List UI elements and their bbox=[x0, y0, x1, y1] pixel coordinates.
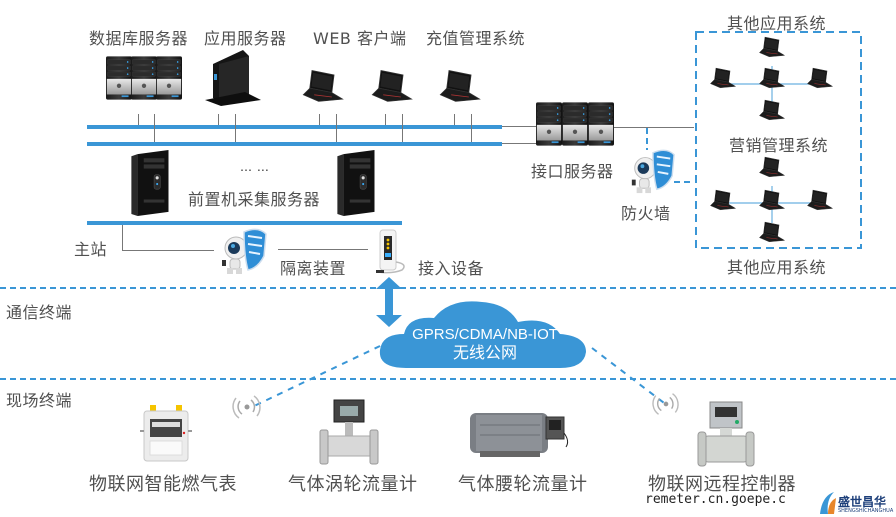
zone-divider-comm bbox=[0, 287, 896, 289]
interface-server-label: 接口服务器 bbox=[531, 162, 614, 181]
cloud-protocol-text: GPRS/CDMA/NB-IOT bbox=[412, 326, 558, 343]
firewall-label: 防火墙 bbox=[621, 204, 671, 223]
other-app-laptop-icon bbox=[759, 156, 785, 178]
main-station-label: 主站 bbox=[74, 240, 108, 259]
marketing-system-label: 营销管理系统 bbox=[729, 136, 829, 155]
web-client-laptop-icon bbox=[302, 70, 344, 102]
wireless-network-cloud bbox=[379, 301, 586, 368]
other-app-laptop-icon bbox=[759, 221, 785, 243]
app-server-label: 应用服务器 bbox=[204, 29, 287, 48]
recharge-laptop-icon bbox=[439, 70, 481, 102]
device-label-remote-controller: 物联网远程控制器 bbox=[648, 474, 796, 495]
front-servers-label: 前置机采集服务器 bbox=[188, 190, 321, 209]
recharge-system-label: 充值管理系统 bbox=[426, 29, 526, 48]
watermark-url: remeter.cn.goepe.c bbox=[645, 492, 786, 507]
top-bus-line-1 bbox=[87, 125, 502, 129]
device-label-smart-gas-meter: 物联网智能燃气表 bbox=[89, 474, 237, 495]
front-server-tower-icon bbox=[336, 150, 376, 216]
comm-terminal-zone-label: 通信终端 bbox=[6, 303, 73, 322]
access-device-label: 接入设备 bbox=[418, 259, 485, 278]
web-client-laptop-icon bbox=[371, 70, 413, 102]
other-app-laptop-icon bbox=[759, 36, 785, 58]
database-server-icon bbox=[106, 55, 182, 101]
other-app-laptop-icon bbox=[759, 189, 785, 211]
device-label-turbine-flowmeter: 气体涡轮流量计 bbox=[288, 474, 418, 495]
turbine-flowmeter-icon bbox=[319, 399, 379, 465]
isolation-device-robot-icon bbox=[221, 228, 267, 275]
brand-subtext: SHENGSHICHANGHUA bbox=[838, 508, 894, 514]
cloud-network-text: 无线公网 bbox=[452, 345, 517, 362]
other-app-laptop-icon bbox=[807, 67, 833, 89]
isolation-device-label: 隔离装置 bbox=[280, 259, 347, 278]
bidirectional-arrow-icon bbox=[376, 277, 402, 327]
other-apps-bottom-label: 其他应用系统 bbox=[727, 258, 827, 277]
wifi-signal-icon bbox=[232, 395, 261, 419]
other-app-laptop-icon bbox=[759, 99, 785, 121]
other-app-laptop-icon bbox=[710, 189, 736, 211]
firewall-link bbox=[646, 128, 694, 183]
access-device-icon bbox=[376, 229, 405, 274]
top-bus-line-2 bbox=[87, 142, 502, 146]
front-servers-ellipsis: … … bbox=[240, 160, 270, 174]
station-bus-line bbox=[87, 221, 402, 225]
wifi-signal-icon bbox=[652, 393, 679, 415]
device-label-roots-flowmeter: 气体腰轮流量计 bbox=[458, 474, 588, 495]
remote-controller-icon bbox=[697, 401, 755, 467]
brand-name: 盛世昌华 bbox=[838, 495, 887, 509]
wireless-links bbox=[249, 345, 669, 409]
interface-server-icon bbox=[536, 101, 614, 147]
smart-gas-meter-icon bbox=[140, 405, 192, 462]
front-server-tower-icon bbox=[130, 150, 170, 216]
other-app-laptop-icon bbox=[807, 189, 833, 211]
other-app-laptop-icon bbox=[759, 67, 785, 89]
web-client-label: WEB 客户端 bbox=[313, 29, 407, 48]
zone-divider-field bbox=[0, 378, 896, 380]
field-terminal-zone-label: 现场终端 bbox=[6, 391, 73, 410]
db-server-label: 数据库服务器 bbox=[89, 29, 189, 48]
brand-logo-icon bbox=[820, 492, 836, 514]
other-app-laptop-icon bbox=[710, 67, 736, 89]
other-apps-top-label: 其他应用系统 bbox=[727, 14, 827, 33]
roots-flowmeter-icon bbox=[470, 413, 569, 457]
application-server-icon bbox=[205, 50, 261, 106]
